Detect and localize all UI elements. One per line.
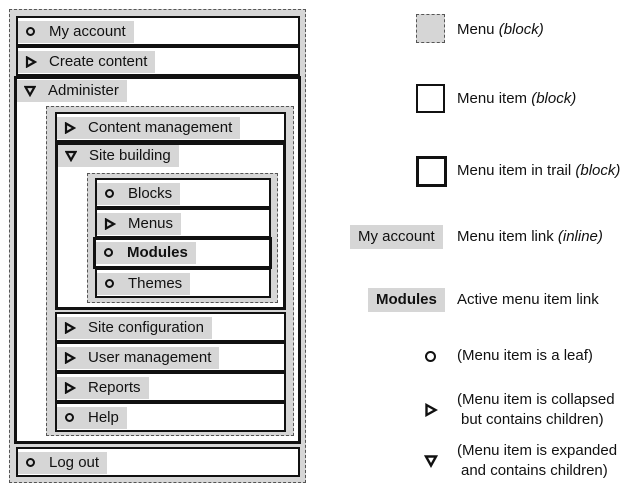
menu-item-blocks: Blocks [95, 178, 271, 208]
menu-link-blocks[interactable]: Blocks [97, 183, 181, 205]
triangle-right-icon [104, 218, 116, 230]
menu-item-modules: Modules [93, 237, 272, 269]
triangle-right-icon [64, 322, 76, 334]
menu-link-site-configuration[interactable]: Site configuration [57, 317, 212, 339]
menu-link-label: Blocks [128, 185, 173, 202]
legend-menu-label: Menu (block) [457, 21, 544, 38]
triangle-down-icon [65, 150, 77, 162]
menu-link-label: Site building [89, 147, 171, 164]
menu-link-reports[interactable]: Reports [57, 377, 149, 399]
menu-link-user-management[interactable]: User management [57, 347, 220, 369]
menu-item-reports: Reports [55, 372, 286, 402]
legend-menu-item-label: Menu item (block) [457, 90, 577, 107]
menu-link-label: Themes [128, 275, 183, 292]
leaf-icon [26, 27, 35, 36]
menu-link-label: Administer [48, 82, 119, 99]
menu-link-label: My account [49, 23, 126, 40]
legend-leaf-label: (Menu item is a leaf) [457, 347, 593, 364]
legend-menu-swatch [416, 14, 445, 43]
legend-collapsed-icon [424, 402, 438, 422]
legend-expanded-icon [423, 454, 439, 473]
menu-link-label: Log out [49, 454, 100, 471]
legend-link-label: Menu item link (inline) [457, 228, 603, 245]
menu-link-log-out[interactable]: Log out [18, 452, 108, 474]
menu-item-themes: Themes [95, 268, 271, 298]
menu-item-create-content: Create content [16, 46, 300, 76]
menu-item-site-configuration: Site configuration [55, 312, 286, 342]
menu-link-help[interactable]: Help [57, 407, 127, 429]
menu-link-label: Help [88, 409, 119, 426]
menu-link-administer[interactable]: Administer [17, 80, 127, 102]
leaf-icon [105, 189, 114, 198]
leaf-icon [26, 458, 35, 467]
triangle-right-icon [64, 122, 76, 134]
legend-active-label: Active menu item link [457, 291, 599, 308]
legend-menu-item-trail-label: Menu item in trail (block) [457, 162, 621, 179]
triangle-down-icon [24, 85, 36, 97]
legend-menu-item-trail-swatch [416, 156, 447, 187]
legend-collapsed-label: (Menu item is collapsed but contains chi… [457, 391, 615, 428]
legend-link-sample: My account [350, 225, 443, 249]
triangle-right-icon [25, 56, 37, 68]
leaf-icon [105, 279, 114, 288]
menu-link-label: Content management [88, 119, 233, 136]
menu-item-help: Help [55, 402, 286, 432]
menu-link-site-building[interactable]: Site building [58, 145, 179, 167]
menu-link-menus[interactable]: Menus [97, 213, 182, 235]
menu-link-label: Site configuration [88, 319, 204, 336]
legend-expanded-label: (Menu item is expanded and contains chil… [457, 442, 618, 479]
leaf-icon [104, 247, 113, 257]
menu-link-label: User management [88, 349, 212, 366]
menu-item-user-management: User management [55, 342, 286, 372]
menu-item-log-out: Log out [16, 447, 300, 477]
leaf-icon [65, 413, 74, 422]
menu-link-label: Menus [128, 215, 174, 232]
legend-active-sample: Modules [368, 288, 445, 312]
triangle-right-icon [64, 382, 76, 394]
menu-link-label: Reports [88, 379, 141, 396]
triangle-right-icon [64, 352, 76, 364]
menu-link-create-content[interactable]: Create content [18, 51, 156, 73]
legend-menu-item-swatch [416, 84, 445, 113]
menu-link-my-account[interactable]: My account [18, 21, 134, 43]
menu-link-themes[interactable]: Themes [97, 273, 191, 295]
menu-item-menus: Menus [95, 208, 271, 238]
menu-link-label: Modules [127, 243, 188, 261]
menu-item-content-management: Content management [55, 112, 286, 142]
menu-link-content-management[interactable]: Content management [57, 117, 241, 139]
legend-leaf-icon [425, 351, 436, 362]
menu-link-label: Create content [49, 53, 148, 70]
menu-link-modules[interactable]: Modules [96, 241, 196, 264]
menu-item-my-account: My account [16, 16, 300, 46]
